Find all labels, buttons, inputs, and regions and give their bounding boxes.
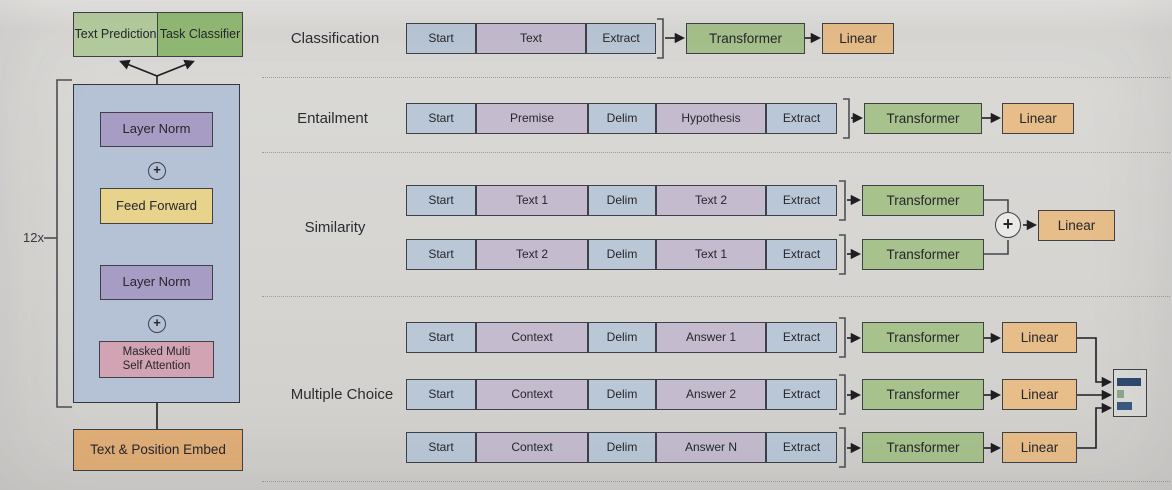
row-label-similarity: Similarity [304, 219, 366, 236]
span-cell-text2: Text 2 [476, 239, 588, 270]
token-cell-delim: Delim [588, 432, 656, 463]
row-label-multiple-choice: Multiple Choice [290, 386, 394, 403]
span-cell-hypothesis: Hypothesis [656, 103, 766, 134]
task-classifier-head: Task Classifier [157, 12, 243, 57]
linear-box: Linear [1038, 210, 1115, 241]
token-cell-start: Start [406, 239, 476, 270]
span-cell-context: Context [476, 322, 588, 353]
token-cell-delim: Delim [588, 239, 656, 270]
span-cell-context: Context [476, 379, 588, 410]
linear-box: Linear [822, 23, 894, 54]
span-cell-text1: Text 1 [476, 185, 588, 216]
transformer-box: Transformer [864, 103, 982, 134]
layer-norm-bottom-box: Layer Norm [100, 265, 213, 300]
masked-attention-box: Masked Multi Self Attention [99, 341, 214, 378]
token-cell-extract: Extract [766, 379, 837, 410]
span-cell-context: Context [476, 432, 588, 463]
section-divider [262, 152, 1170, 153]
embed-box: Text & Position Embed [73, 429, 243, 471]
span-cell-answer1: Answer 1 [656, 322, 766, 353]
section-divider [262, 77, 1170, 78]
token-cell-delim: Delim [588, 379, 656, 410]
output-distribution-box [1113, 369, 1147, 417]
text-prediction-head: Text Prediction [73, 12, 158, 57]
token-cell-start: Start [406, 379, 476, 410]
feed-forward-box: Feed Forward [100, 188, 213, 224]
section-divider [262, 481, 1170, 482]
transformer-box: Transformer [686, 23, 805, 54]
span-cell-text2: Text 2 [656, 185, 766, 216]
layer-norm-top-box: Layer Norm [100, 112, 213, 147]
token-cell-start: Start [406, 23, 476, 54]
linear-box: Linear [1002, 103, 1074, 134]
token-cell-start: Start [406, 322, 476, 353]
transformer-box: Transformer [862, 185, 984, 216]
token-cell-extract: Extract [766, 322, 837, 353]
repeat-bracket [44, 79, 72, 408]
span-cell-answerN: Answer N [656, 432, 766, 463]
section-divider [262, 296, 1170, 297]
linear-box: Linear [1002, 379, 1077, 410]
token-cell-delim: Delim [588, 103, 656, 134]
repeat-count-label: 12x [23, 230, 44, 245]
probability-bar [1117, 378, 1141, 386]
linear-box: Linear [1002, 322, 1077, 353]
transformer-box: Transformer [862, 322, 984, 353]
linear-box: Linear [1002, 432, 1077, 463]
token-cell-delim: Delim [588, 322, 656, 353]
token-cell-start: Start [406, 185, 476, 216]
token-cell-extract: Extract [766, 103, 837, 134]
add-node-top: + [148, 162, 166, 180]
token-cell-extract: Extract [766, 185, 837, 216]
add-node-similarity: + [995, 212, 1021, 238]
masked-attention-line1: Masked Multi [122, 346, 191, 359]
row-label-entailment: Entailment [297, 110, 368, 127]
add-node-bottom: + [148, 315, 166, 333]
transformer-box: Transformer [862, 379, 984, 410]
token-cell-start: Start [406, 103, 476, 134]
span-cell-text1: Text 1 [656, 239, 766, 270]
token-cell-extract: Extract [766, 432, 837, 463]
token-cell-extract: Extract [766, 239, 837, 270]
token-cell-start: Start [406, 432, 476, 463]
token-cell-delim: Delim [588, 185, 656, 216]
transformer-box: Transformer [862, 239, 984, 270]
span-cell-premise: Premise [476, 103, 588, 134]
span-cell-text: Text [476, 23, 586, 54]
row-label-classification: Classification [290, 30, 380, 47]
masked-attention-line2: Self Attention [122, 359, 191, 372]
transformer-box: Transformer [862, 432, 984, 463]
probability-bar [1117, 402, 1132, 410]
token-cell-extract: Extract [586, 23, 656, 54]
span-cell-answer2: Answer 2 [656, 379, 766, 410]
probability-bar [1117, 390, 1124, 398]
